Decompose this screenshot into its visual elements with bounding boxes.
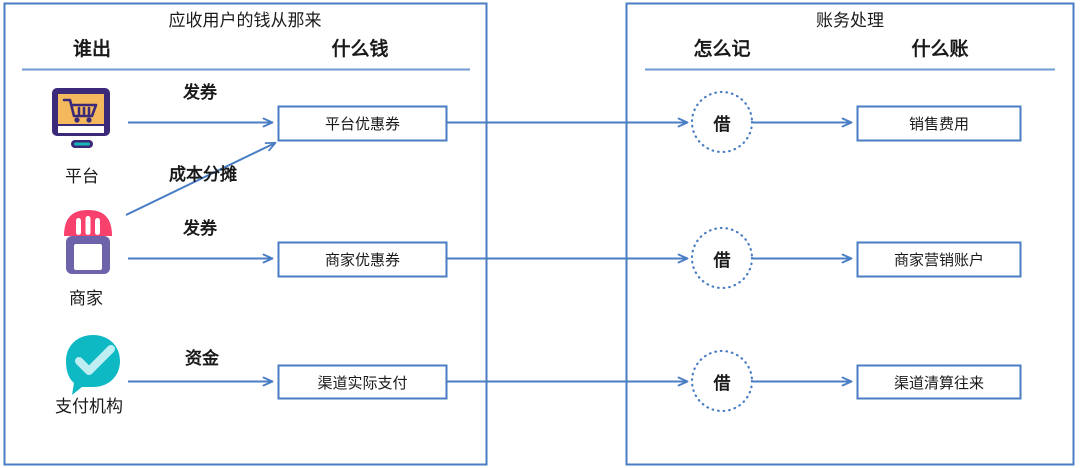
- source-label-payment: 支付机构: [55, 397, 123, 416]
- monitor-cart-icon: [48, 86, 114, 156]
- left-panel-title: 应收用户的钱从那来: [168, 11, 322, 30]
- account-box-label-3: 渠道清算往来: [893, 374, 984, 392]
- right-panel-title: 账务处理: [816, 11, 884, 30]
- right-column-header-how: 怎么记: [693, 39, 751, 60]
- payment-check-bubble-icon: [62, 333, 124, 395]
- edge-label-funds: 资金: [185, 349, 219, 368]
- entry-circle-2: [690, 226, 754, 290]
- source-label-platform: 平台: [65, 167, 99, 186]
- left-column-header-who: 谁出: [72, 39, 111, 60]
- right-column-header-what-account: 什么账: [911, 39, 969, 60]
- edge-label-platform-issue: 发券: [183, 83, 217, 102]
- money-box-label-3: 渠道实际支付: [317, 374, 408, 392]
- edge-cost-share: [125, 141, 277, 216]
- account-box-1: [856, 105, 1022, 142]
- entry-circle-3: [690, 349, 754, 413]
- entry-circle-1: [690, 90, 754, 154]
- money-box-label-1: 平台优惠券: [324, 116, 400, 133]
- right-panel-frame: [625, 2, 1075, 466]
- entry-circle-label-1: 借: [713, 114, 731, 134]
- account-box-label-2: 商家营销账户: [893, 252, 984, 269]
- account-box-2: [856, 241, 1022, 278]
- money-box-1: [277, 105, 448, 142]
- edge-label-cost-share: 成本分摊: [169, 165, 237, 184]
- left-panel-frame: [3, 2, 488, 466]
- entry-circle-label-2: 借: [713, 250, 731, 270]
- source-label-merchant: 商家: [69, 289, 103, 308]
- left-column-header-what-money: 什么钱: [331, 39, 389, 60]
- edge-label-merchant-issue: 发券: [183, 219, 217, 238]
- account-box-label-1: 销售费用: [908, 116, 969, 133]
- money-box-label-2: 商家优惠券: [324, 252, 400, 269]
- storefront-icon: [58, 208, 118, 274]
- entry-circle-label-3: 借: [713, 373, 731, 393]
- account-box-3: [856, 364, 1022, 400]
